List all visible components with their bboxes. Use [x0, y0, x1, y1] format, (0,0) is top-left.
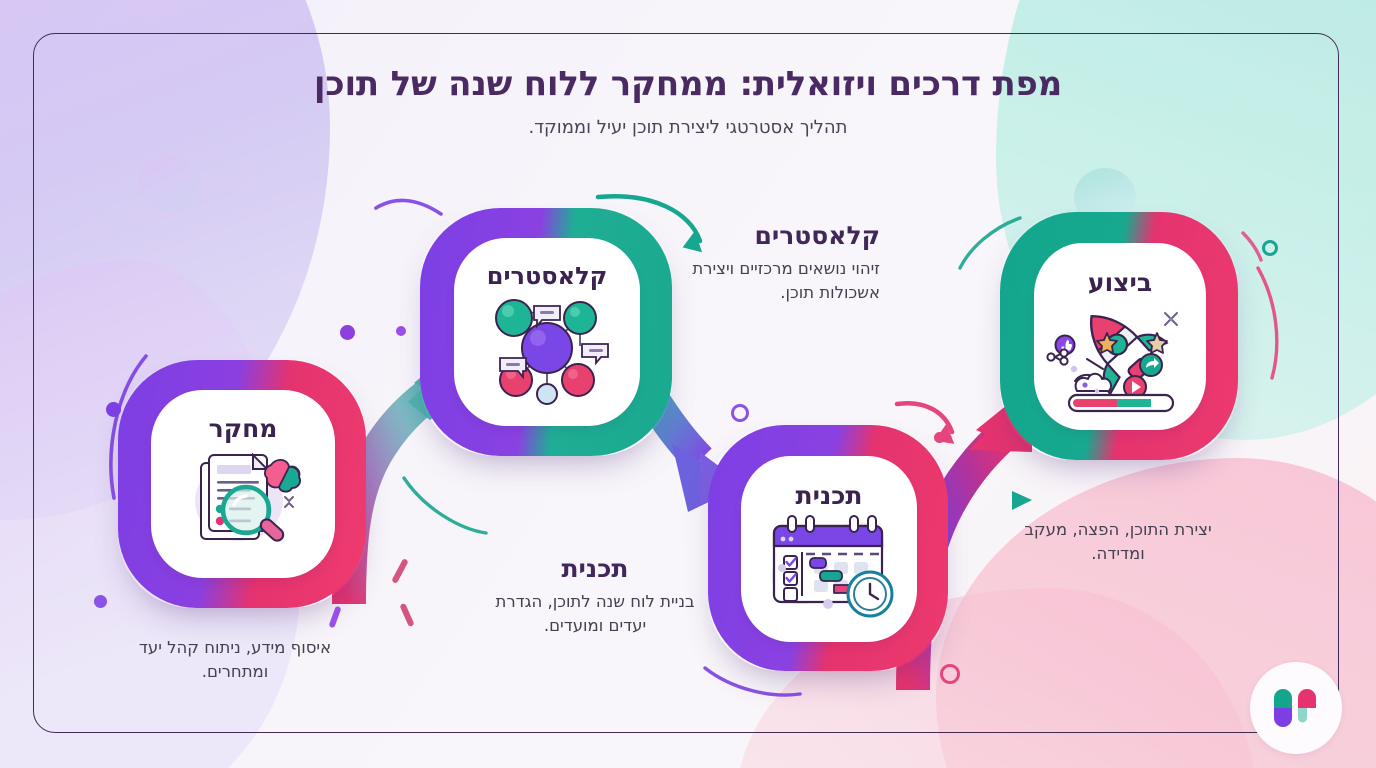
deco-dot-purple-2 [94, 595, 107, 608]
step-description: בניית לוח שנה לתוכן, הגדרת יעדים ומועדים… [495, 591, 695, 635]
step-ring-research: מחקר [118, 360, 366, 608]
step-ring-clusters: קלאסטרים [420, 208, 672, 456]
step-card-title: תכנית [795, 481, 863, 510]
step-label-research: איסוף מידע, ניתוח קהל יעד ומתחרים. [108, 630, 362, 684]
blob-lavender-dot [138, 154, 198, 212]
deco-dot-purple-4 [396, 326, 406, 336]
deco-ring-teal-1 [1262, 240, 1278, 256]
step-description: זיהוי נושאים מרכזיים ויצירת אשכולות תוכן… [692, 258, 880, 302]
deco-dot-purple-3 [340, 325, 355, 340]
step-card-title: קלאסטרים [486, 262, 608, 290]
deco-dash-pink-1 [391, 558, 409, 584]
step-inner-execution: ביצוע [1034, 243, 1206, 430]
step-card-clusters[interactable]: קלאסטרים [420, 208, 672, 456]
step-inner-research: מחקר [151, 390, 335, 578]
deco-dash-pink-2 [399, 602, 415, 628]
step-ring-plan: תכנית [708, 425, 948, 671]
step-label-clusters: קלאסטרים זיהוי נושאים מרכזיים ויצירת אשכ… [690, 221, 880, 305]
step-ring-execution: ביצוע [1000, 212, 1238, 460]
step-card-execution[interactable]: ביצוע [1000, 212, 1238, 460]
deco-ring-purple-1 [731, 404, 749, 422]
step-inner-plan: תכנית [741, 456, 917, 642]
header: מפת דרכים ויזואלית: ממחקר ללוח שנה של תו… [0, 63, 1376, 138]
deco-dash-purple-1 [328, 605, 342, 629]
step-card-research[interactable]: מחקר [118, 360, 366, 608]
step-label-heading: תכנית [561, 554, 629, 583]
step-description: יצירת התוכן, הפצה, מעקב ומדידה. [1024, 520, 1212, 563]
step-label-heading: קלאסטרים [754, 221, 880, 250]
rocket-launch-icon [1046, 295, 1193, 413]
brand-logo-mark [1250, 662, 1342, 754]
step-label-plan: תכנית בניית לוח שנה לתוכן, הגדרת יעדים ו… [488, 554, 702, 638]
step-label-execution: יצירת התוכן, הפצה, מעקב ומדידה. [1008, 512, 1228, 566]
page-subtitle: תהליך אסטרטגי ליצירת תוכן יעיל וממוקד. [528, 116, 848, 138]
network-nodes-icon [472, 288, 622, 406]
step-card-title: מחקר [208, 414, 278, 443]
calendar-gantt-clock-icon [754, 508, 904, 624]
document-magnifier-brain-icon [173, 441, 313, 561]
step-card-plan[interactable]: תכנית [708, 425, 948, 671]
step-card-title: ביצוע [1087, 268, 1153, 297]
deco-triangle-teal [1012, 491, 1032, 510]
page-title: מפת דרכים ויזואלית: ממחקר ללוח שנה של תו… [313, 64, 1063, 104]
step-inner-clusters: קלאסטרים [454, 238, 640, 426]
step-description: איסוף מידע, ניתוח קהל יעד ומתחרים. [138, 638, 332, 681]
